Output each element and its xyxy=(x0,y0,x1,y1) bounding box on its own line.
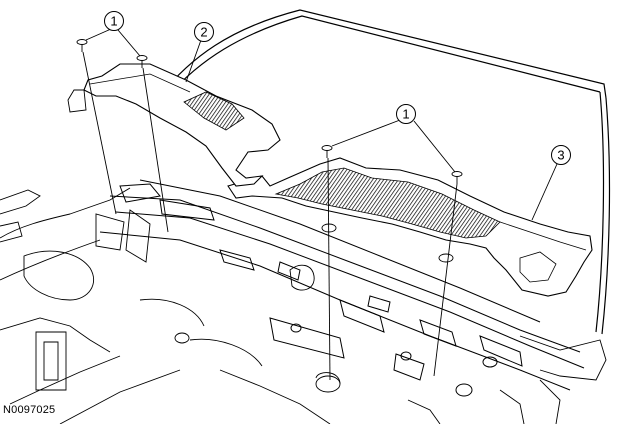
cowl-top-panel xyxy=(99,179,585,397)
fastener-pin-c xyxy=(321,145,333,158)
installation-guide-lines xyxy=(82,51,458,381)
callout-label: 3 xyxy=(557,148,564,163)
fastener-pin-a xyxy=(76,39,88,52)
callout-1-center: 1 xyxy=(396,104,416,124)
callout-label: 2 xyxy=(200,25,207,40)
fastener-pin-b xyxy=(136,55,148,68)
engine-bay xyxy=(0,187,341,424)
cowl-filter-panel xyxy=(67,63,281,187)
fastener-pins xyxy=(76,39,463,184)
right-body-panels xyxy=(407,335,607,424)
cowl-grille-panel xyxy=(227,157,593,297)
callout-2: 2 xyxy=(194,22,214,42)
callout-label: 1 xyxy=(110,14,117,29)
callout-3: 3 xyxy=(551,145,571,165)
figure-id-label: N0097025 xyxy=(3,404,56,416)
callout-leaders xyxy=(85,28,558,221)
callout-label: 1 xyxy=(402,107,409,122)
callout-1-top-left: 1 xyxy=(104,11,124,31)
fastener-pin-d xyxy=(451,171,463,184)
